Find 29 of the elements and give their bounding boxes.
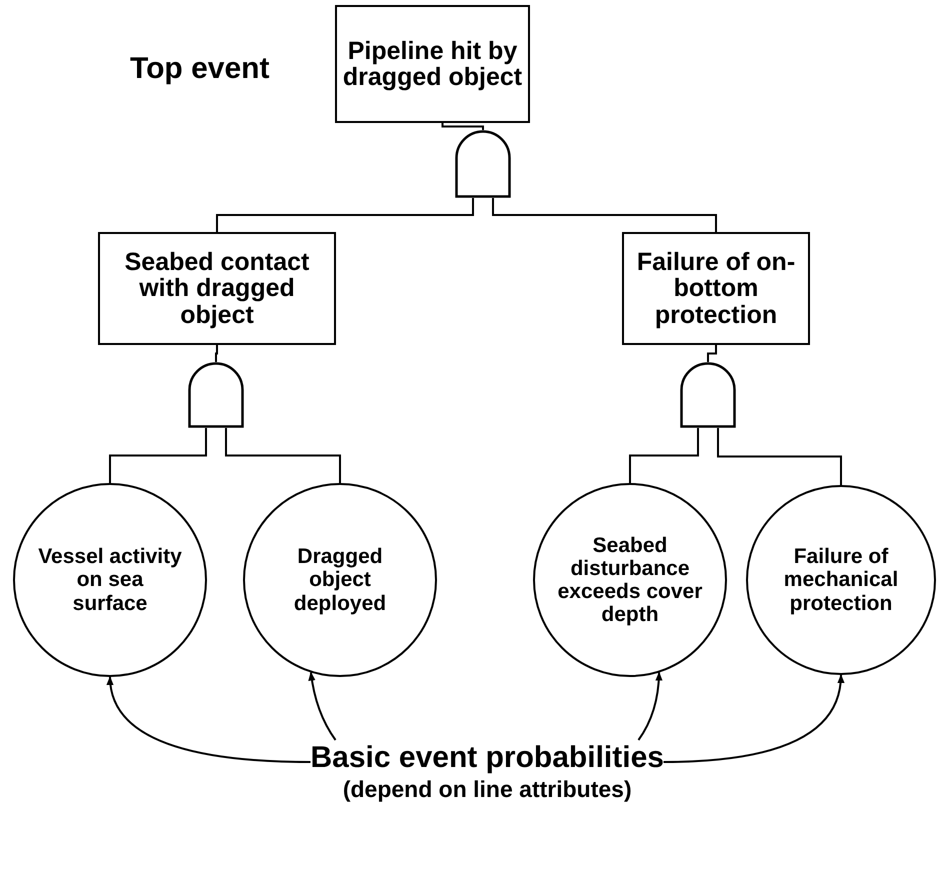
event-box [335,5,530,123]
node-label: Seabed disturbance exceeds cover depth [557,534,703,626]
connector-line [109,428,207,483]
node-label: Vessel activity on sea surface [37,545,183,615]
arrow [107,676,311,763]
arrow [638,672,662,741]
connector-line [215,345,218,362]
arrow [663,674,844,763]
node-label: Dragged object deployed [292,545,388,615]
annotation-text: Basic event probabilities [310,740,664,776]
connector-line [492,198,717,232]
node-label: Failure of mechanical protection [782,545,900,615]
and-gate [680,362,736,428]
arrow [308,672,336,741]
connector-line [629,428,699,483]
node-label: Failure of on-bottom protection [636,249,796,328]
node-label: Pipeline hit by dragged object [342,38,524,90]
node-label: Seabed contact with dragged object [124,249,310,328]
event-box [98,232,336,345]
and-gate [455,130,511,198]
connector-line [707,345,717,362]
connector-line [216,198,474,232]
connector-line [717,428,842,485]
connector-line [442,123,484,130]
annotation-subtext: (depend on line attributes) [342,776,632,804]
event-box [622,232,810,345]
connector-line [225,428,341,483]
node-caption: Top event [130,52,270,86]
and-gate [188,362,244,428]
